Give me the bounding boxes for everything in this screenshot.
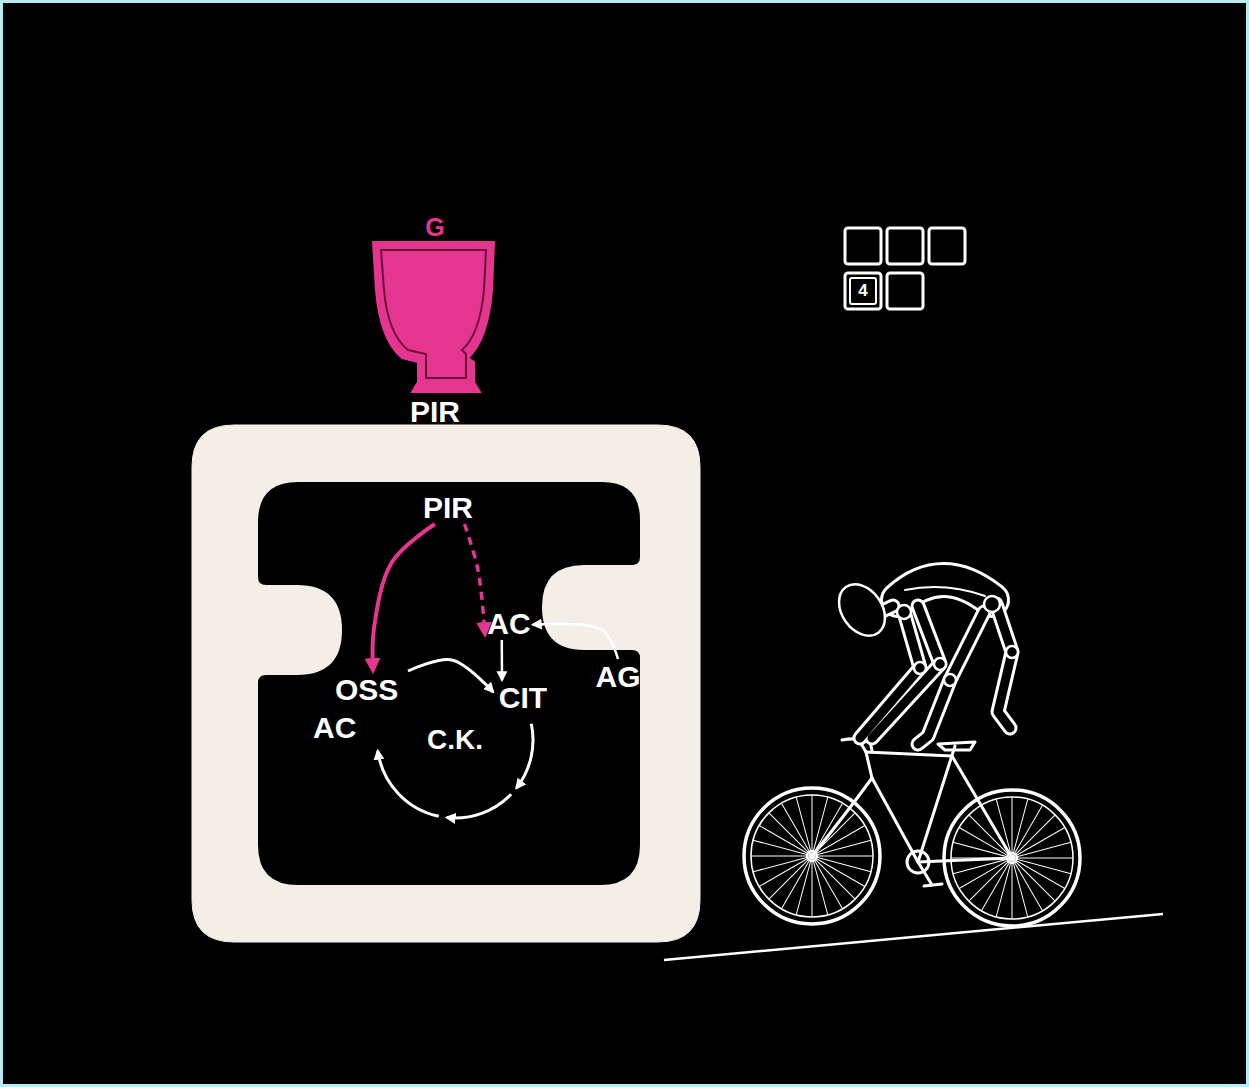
metabolite-label: OSS AC — [313, 671, 413, 747]
node-text: PIR — [423, 491, 473, 524]
reaction-arrow — [533, 624, 618, 659]
cyclist-figure — [830, 576, 1018, 686]
cyclist-figure — [830, 576, 895, 645]
metabolite-label: CIT — [493, 680, 553, 714]
node-text: CIT — [499, 681, 547, 714]
node-text: PIR — [368, 396, 502, 428]
cell-wall — [192, 425, 700, 942]
cyclist-figure — [898, 580, 992, 600]
square-grid — [929, 228, 965, 264]
cyclist-figure — [898, 580, 992, 600]
node-text: AG — [596, 660, 641, 693]
metabolite-label: PIR — [415, 490, 481, 524]
bicycle-frame — [918, 858, 1012, 862]
node-text: G — [368, 212, 502, 242]
square-grid — [845, 273, 881, 309]
krebs-cycle: C.K. — [375, 660, 535, 820]
reaction-arrow — [501, 640, 504, 680]
node-text: AC — [487, 607, 530, 640]
bicycle-frame — [812, 778, 872, 856]
square-grid — [845, 228, 965, 309]
bicycle-frame — [918, 862, 942, 886]
square-grid — [850, 278, 876, 304]
cell-interior — [258, 482, 640, 885]
reaction-arrow — [408, 660, 493, 692]
cycle-arc — [447, 794, 511, 818]
bicycle-frame — [952, 756, 1012, 858]
cyclist-figure — [898, 580, 992, 600]
node-text: OSS AC — [313, 671, 413, 747]
reaction-arrow — [465, 524, 486, 635]
cyclist-figure — [830, 576, 1018, 744]
cycle-arc — [378, 751, 439, 816]
bicycle-frame — [872, 778, 918, 862]
cyclist-figure — [897, 605, 911, 619]
cyclist-figure — [996, 604, 1012, 728]
metabolite-label: AG — [592, 659, 644, 693]
cyclist-figure — [984, 596, 1000, 612]
cyclist-figure — [905, 587, 985, 596]
cyclist-figure — [934, 658, 946, 670]
bicycle-frame — [866, 752, 872, 778]
square-grid — [887, 273, 923, 309]
bicycle-frame — [812, 739, 1012, 886]
square-grid — [887, 228, 923, 264]
callout-number: 4 — [850, 278, 876, 304]
cyclist-figure — [996, 604, 1012, 728]
square-grid — [845, 228, 881, 264]
funnel-inner-line — [381, 250, 486, 378]
cyclist-figure — [1006, 646, 1018, 658]
cyclist-figure — [944, 674, 956, 686]
funnel-outline — [373, 242, 494, 392]
node-text: C.K. — [427, 725, 483, 756]
funnel-shape: G PIR — [368, 212, 502, 428]
cyclist-figure — [914, 662, 926, 674]
cell-outline: PIR OSS AC AC CIT AG C.K. — [192, 425, 700, 942]
cyclist-figure — [898, 580, 992, 600]
ground-line — [664, 914, 1163, 960]
cyclist-figure — [918, 612, 984, 744]
reaction-arrow — [373, 524, 435, 671]
cycle-arc — [516, 724, 533, 788]
metabolite-label: AC — [485, 606, 533, 640]
bicycle-frame — [866, 752, 952, 756]
bicycle-frame — [918, 746, 955, 862]
bicycle-frame — [938, 742, 975, 750]
